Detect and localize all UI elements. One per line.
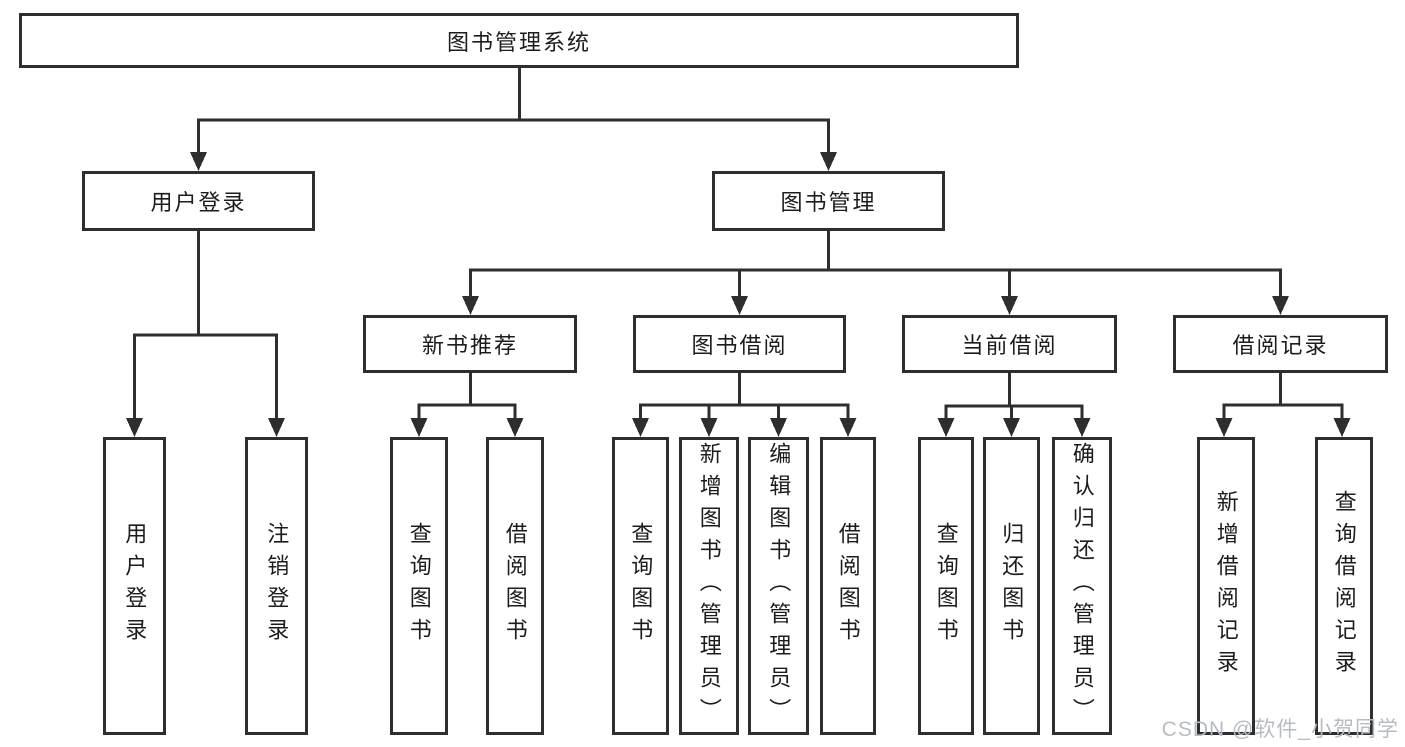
leaf-label: 借阅图书: [502, 522, 528, 650]
node-new-book-recommend: 新书推荐: [363, 315, 577, 373]
leaf-label: 查询借阅记录: [1331, 490, 1357, 682]
leaf-confirm-return-admin: 确认归还（管理员）: [1052, 437, 1112, 735]
node-label: 图书借阅: [691, 333, 788, 358]
leaf-label: 借阅图书: [835, 522, 861, 650]
node-book-borrow: 图书借阅: [633, 315, 846, 373]
node-current-borrow: 当前借阅: [902, 315, 1117, 373]
node-label: 图书管理系统: [446, 29, 591, 55]
node-label: 当前借阅: [961, 333, 1058, 358]
leaf-query-books-recommend: 查询图书: [390, 437, 448, 735]
leaf-query-books-borrow: 查询图书: [612, 437, 669, 735]
leaf-user-login: 用户登录: [103, 437, 166, 735]
node-library-management-system: 图书管理系统: [19, 13, 1019, 68]
leaf-edit-book-admin: 编辑图书（管理员）: [748, 437, 809, 735]
leaf-add-borrow-record: 新增借阅记录: [1197, 437, 1255, 735]
node-label: 图书管理: [780, 190, 877, 215]
node-user-login: 用户登录: [82, 171, 315, 231]
leaf-query-borrow-record: 查询借阅记录: [1315, 437, 1373, 735]
leaf-label: 新增图书（管理员）: [696, 442, 722, 730]
leaf-label: 查询图书: [406, 522, 432, 650]
leaf-borrow-books: 借阅图书: [820, 437, 876, 735]
leaf-label: 注销登录: [264, 522, 290, 650]
node-label: 用户登录: [150, 190, 247, 215]
node-label: 借阅记录: [1232, 333, 1329, 358]
leaf-label: 归还图书: [999, 522, 1025, 650]
leaf-label: 编辑图书（管理员）: [766, 442, 792, 730]
leaf-return-books: 归还图书: [983, 437, 1040, 735]
node-book-management: 图书管理: [712, 171, 945, 231]
leaf-logout: 注销登录: [245, 437, 308, 735]
leaf-label: 新增借阅记录: [1213, 490, 1239, 682]
csdn-watermark: CSDN @软件_小贺同学: [1161, 718, 1399, 741]
leaf-label: 确认归还（管理员）: [1069, 442, 1095, 730]
leaf-label: 用户登录: [122, 522, 148, 650]
leaf-label: 查询图书: [628, 522, 654, 650]
node-label: 新书推荐: [421, 333, 518, 358]
leaf-add-book-admin: 新增图书（管理员）: [679, 437, 739, 735]
leaf-query-books-current: 查询图书: [918, 437, 974, 735]
node-borrow-records: 借阅记录: [1173, 315, 1388, 373]
leaf-borrow-books-recommend: 借阅图书: [486, 437, 544, 735]
leaf-label: 查询图书: [933, 522, 959, 650]
